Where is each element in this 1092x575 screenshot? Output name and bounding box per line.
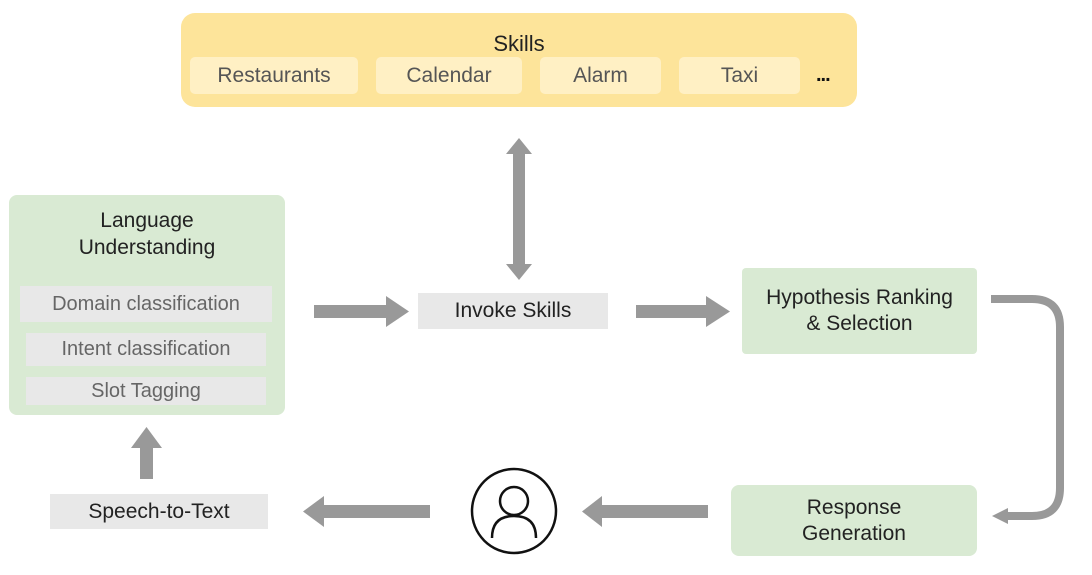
hypothesis-line1: Hypothesis Ranking bbox=[766, 286, 953, 309]
user-icon bbox=[470, 467, 558, 555]
more-skills-ellipsis: ... bbox=[816, 64, 831, 86]
hypothesis-to-response-arrow bbox=[991, 295, 1064, 524]
skill-alarm: Alarm bbox=[540, 57, 661, 94]
skills-title: Skills bbox=[493, 31, 545, 56]
speech-to-text-box: Speech-to-Text bbox=[50, 494, 268, 529]
hypothesis-ranking-box: Hypothesis Ranking & Selection bbox=[742, 268, 977, 354]
response-to-user-arrow bbox=[582, 496, 708, 527]
intent-classification: Intent classification bbox=[26, 333, 266, 366]
lu-title-line2: Understanding bbox=[78, 236, 216, 259]
slot-tagging: Slot Tagging bbox=[26, 377, 266, 405]
response-generation-box: Response Generation bbox=[731, 485, 977, 556]
skill-taxi: Taxi bbox=[679, 57, 800, 94]
language-understanding-title: Language Understanding bbox=[9, 207, 285, 261]
skill-restaurants: Restaurants bbox=[190, 57, 358, 94]
lu-title-line1: Language bbox=[100, 209, 194, 232]
invoke-to-hypothesis-arrow bbox=[636, 296, 730, 327]
speech-to-lu-arrow bbox=[131, 427, 162, 479]
skills-invoke-double-arrow bbox=[506, 138, 532, 280]
hypothesis-line2: & Selection bbox=[806, 312, 913, 335]
domain-classification: Domain classification bbox=[20, 286, 272, 322]
response-line1: Response bbox=[806, 495, 902, 519]
speech-to-text-label: Speech-to-Text bbox=[88, 499, 230, 523]
response-line2: Generation bbox=[802, 521, 906, 545]
skill-calendar: Calendar bbox=[376, 57, 522, 94]
invoke-skills-label: Invoke Skills bbox=[454, 299, 572, 322]
lu-to-invoke-arrow bbox=[314, 296, 409, 327]
user-to-speech-arrow bbox=[303, 496, 430, 527]
invoke-skills-box: Invoke Skills bbox=[418, 293, 608, 329]
